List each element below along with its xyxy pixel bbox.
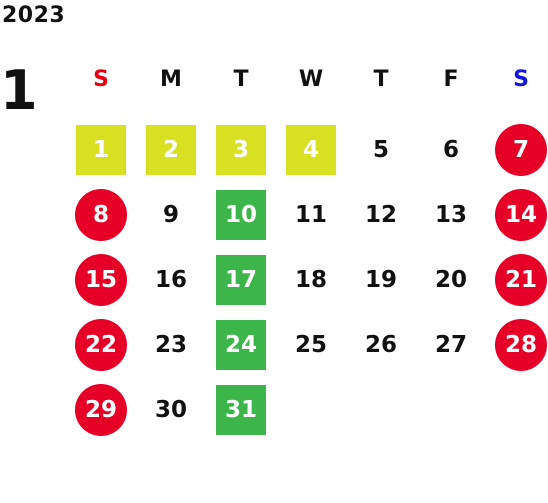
day-number-special: 3 — [216, 125, 266, 175]
calendar-year: 2023 — [2, 3, 66, 28]
day-cell[interactable]: 26 — [353, 319, 409, 371]
day-cell[interactable]: 10 — [213, 189, 269, 241]
weekday-header-3: W — [298, 67, 324, 92]
day-number-normal: 23 — [154, 331, 187, 358]
weekday-header-1: M — [160, 67, 182, 92]
day-number-normal: 6 — [442, 136, 459, 163]
day-cell[interactable]: 8 — [73, 189, 129, 241]
day-number-normal: 13 — [434, 201, 467, 228]
day-cell[interactable]: 7 — [493, 124, 548, 176]
day-cell[interactable]: 30 — [143, 384, 199, 436]
day-number-normal: 11 — [294, 201, 327, 228]
day-cell[interactable]: 31 — [213, 384, 269, 436]
day-cell[interactable]: 17 — [213, 254, 269, 306]
calendar-month: 1 — [0, 59, 38, 122]
day-number-holiday: 22 — [75, 319, 127, 371]
day-cell[interactable]: 22 — [73, 319, 129, 371]
day-number-holiday: 28 — [495, 319, 547, 371]
weekday-header-2: T — [233, 67, 249, 92]
day-cell[interactable]: 19 — [353, 254, 409, 306]
day-number-holiday: 21 — [495, 254, 547, 306]
day-cell[interactable]: 14 — [493, 189, 548, 241]
day-number-closed: 17 — [216, 255, 266, 305]
day-number-normal: 18 — [294, 266, 327, 293]
day-number-special: 4 — [286, 125, 336, 175]
day-cell[interactable]: 3 — [213, 124, 269, 176]
day-number-normal: 12 — [364, 201, 397, 228]
day-cell[interactable]: 11 — [283, 189, 339, 241]
day-number-normal: 20 — [434, 266, 467, 293]
day-number-holiday: 8 — [75, 189, 127, 241]
day-number-special: 2 — [146, 125, 196, 175]
weekday-header-5: F — [443, 67, 459, 92]
day-cell[interactable]: 5 — [353, 124, 409, 176]
day-cell[interactable]: 28 — [493, 319, 548, 371]
day-number-normal: 26 — [364, 331, 397, 358]
day-cell[interactable]: 13 — [423, 189, 479, 241]
day-number-normal: 9 — [162, 201, 179, 228]
day-cell[interactable]: 20 — [423, 254, 479, 306]
day-number-holiday: 15 — [75, 254, 127, 306]
day-number-holiday: 29 — [75, 384, 127, 436]
day-cell[interactable]: 18 — [283, 254, 339, 306]
day-cell[interactable]: 21 — [493, 254, 548, 306]
day-number-holiday: 14 — [495, 189, 547, 241]
day-number-normal: 27 — [434, 331, 467, 358]
day-cell[interactable]: 6 — [423, 124, 479, 176]
day-cell[interactable]: 9 — [143, 189, 199, 241]
day-cell[interactable]: 23 — [143, 319, 199, 371]
day-number-closed: 24 — [216, 320, 266, 370]
day-number-normal: 30 — [154, 396, 187, 423]
day-cell[interactable]: 29 — [73, 384, 129, 436]
day-cell[interactable]: 27 — [423, 319, 479, 371]
day-cell[interactable]: 16 — [143, 254, 199, 306]
day-cell[interactable]: 12 — [353, 189, 409, 241]
weekday-header-0: S — [93, 67, 109, 92]
weekday-header-6: S — [513, 67, 529, 92]
day-number-closed: 10 — [216, 190, 266, 240]
day-number-normal: 5 — [372, 136, 389, 163]
day-number-normal: 16 — [154, 266, 187, 293]
day-number-normal: 25 — [294, 331, 327, 358]
day-cell[interactable]: 15 — [73, 254, 129, 306]
day-number-closed: 31 — [216, 385, 266, 435]
weekday-header-4: T — [373, 67, 389, 92]
day-cell[interactable]: 24 — [213, 319, 269, 371]
day-cell[interactable]: 4 — [283, 124, 339, 176]
day-cell[interactable]: 25 — [283, 319, 339, 371]
day-cell[interactable]: 1 — [73, 124, 129, 176]
day-number-holiday: 7 — [495, 124, 547, 176]
day-number-normal: 19 — [364, 266, 397, 293]
day-cell[interactable]: 2 — [143, 124, 199, 176]
day-number-special: 1 — [76, 125, 126, 175]
